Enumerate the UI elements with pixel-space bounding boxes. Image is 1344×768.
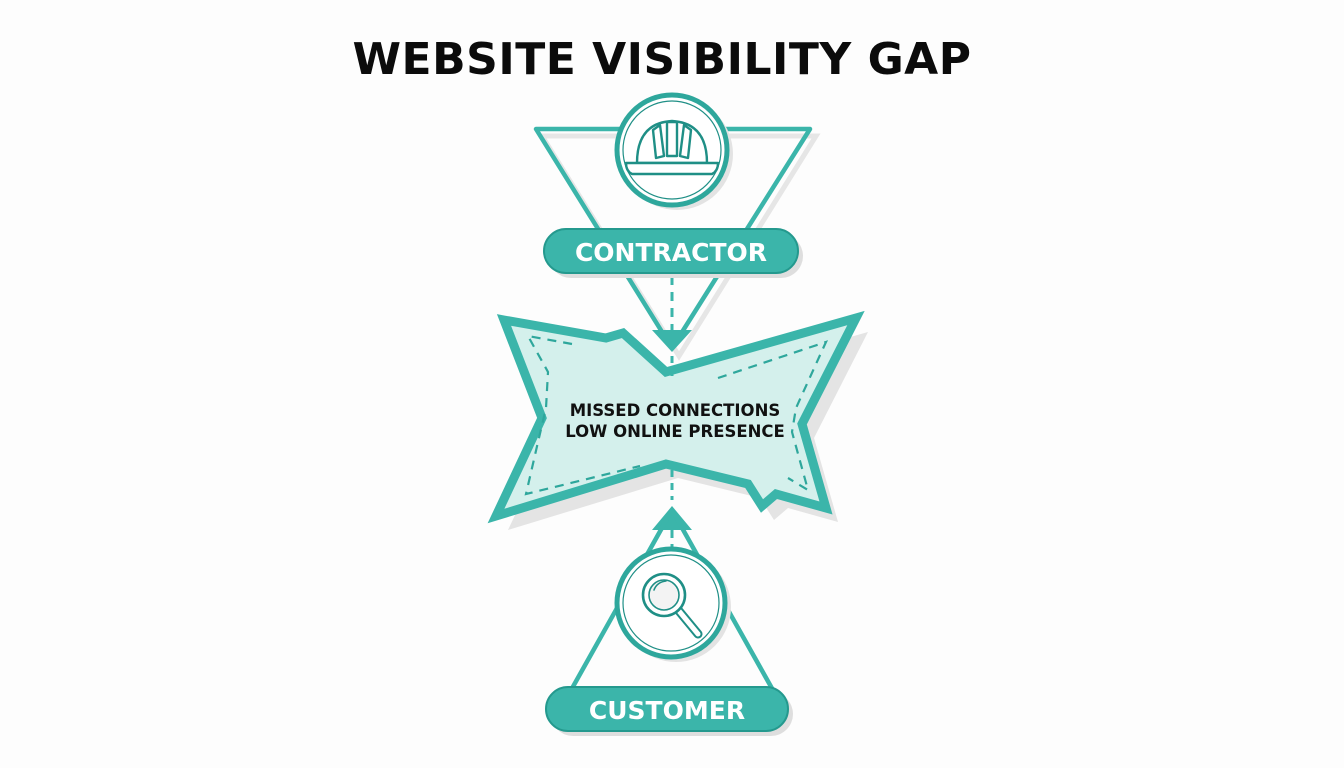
arrow-down-icon: [652, 330, 692, 352]
gap-dashed-outline-right: [717, 340, 829, 493]
customer-node: CUSTOMER: [545, 506, 793, 736]
gap-node: MISSED CONNECTIONS LOW ONLINE PRESENCE: [487, 310, 868, 530]
gap-shape: [487, 310, 865, 524]
contractor-label: CONTRACTOR: [575, 238, 767, 267]
hard-hat-icon: [624, 119, 720, 176]
contractor-node: CONTRACTOR: [533, 92, 821, 361]
diagram-title: WEBSITE VISIBILITY GAP: [352, 34, 972, 85]
gap-label-line2: LOW ONLINE PRESENCE: [565, 422, 785, 441]
gap-dashed-outline-left: [524, 334, 641, 496]
customer-label: CUSTOMER: [589, 696, 745, 725]
contractor-label-pill: [543, 228, 799, 274]
magnifying-glass-icon: [641, 572, 703, 639]
gap-label-line1: MISSED CONNECTIONS: [570, 401, 781, 420]
customer-label-pill: [545, 686, 789, 732]
